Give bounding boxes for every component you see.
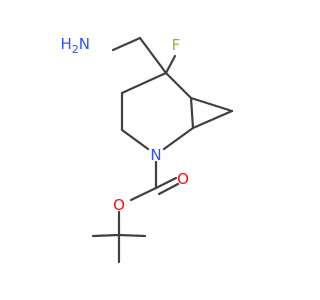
ring-nitrogen-label: N — [150, 146, 161, 164]
bond-tbu-methyl-right — [117, 233, 147, 238]
bond-cyclopropane-top — [189, 96, 234, 113]
bond-cyclopropane-bottom — [191, 109, 234, 130]
amine-n: N — [79, 35, 90, 53]
bond-c-f — [164, 54, 177, 75]
bond-carbonyl-double-1 — [154, 176, 178, 190]
bond-ch2-n — [120, 128, 150, 151]
amine-label: H2N — [60, 35, 90, 56]
bond-quaternary-c-ch2 — [120, 71, 168, 95]
atom-labels: H2N F N O O — [60, 35, 188, 214]
amine-subscript: 2 — [72, 43, 79, 56]
bond-ch2-nh2 — [111, 36, 142, 52]
bond-carbonyl-double-2 — [157, 182, 180, 196]
fluorine-label: F — [172, 36, 181, 54]
bond-ch2-quaternary-c — [138, 36, 168, 75]
bond-bridgehead-bridgehead — [189, 96, 195, 130]
ester-oxygen-label: O — [113, 196, 125, 214]
bond-tbu-methyl-left — [91, 233, 121, 238]
bond-carbonyl-c-o — [129, 186, 158, 202]
carbonyl-oxygen-label: O — [177, 170, 189, 188]
bond-quaternary-c-bridgehead — [164, 71, 193, 100]
amine-h: H — [60, 35, 71, 53]
structure-svg: H2N F N O O — [60, 35, 234, 264]
bonds — [91, 36, 234, 264]
bond-n-bridgehead — [162, 126, 195, 151]
molecule-diagram: H2N F N O O — [60, 35, 234, 264]
